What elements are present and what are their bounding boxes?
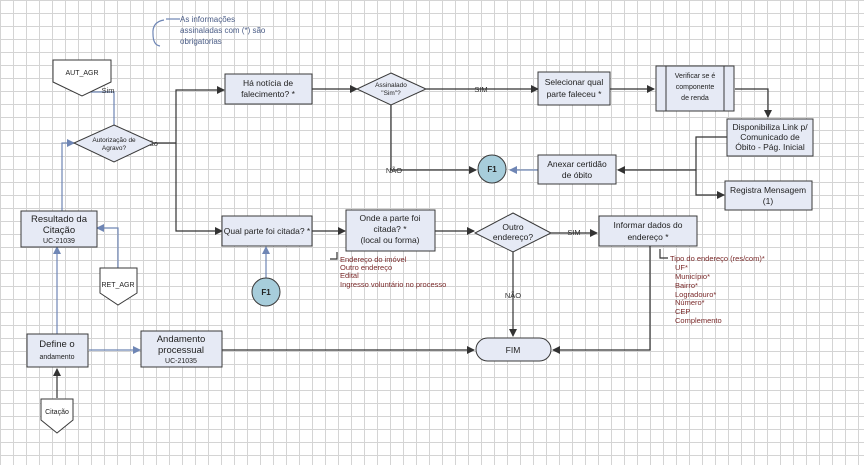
edge-to-noticia [175, 86, 225, 143]
selecionar-label-2: parte faleceu * [547, 89, 603, 99]
verificar-label-1: Verificar se é [675, 73, 716, 80]
ret-agr-connector[interactable]: RET_AGR [99, 267, 138, 306]
disponibiliza-label-3: Óbito - Pág. Inicial [735, 142, 805, 152]
selecionar-parte-box[interactable]: Selecionar qual parte faleceu * [537, 71, 611, 106]
aut-agr-connector[interactable]: AUT_AGR [52, 59, 112, 97]
endereco-field: Número* [675, 298, 705, 307]
qual-parte-box[interactable]: Qual parte foi citada? * [221, 215, 313, 247]
onde-citada-box[interactable]: Onde a parte foi citada? * (local ou for… [345, 209, 436, 252]
informar-label-2: endereço * [627, 232, 669, 242]
f1-connector-top[interactable]: F1 [477, 154, 507, 184]
onde-option: Outro endereço [340, 263, 392, 272]
resultado-label-3: UC-21039 [43, 238, 75, 245]
resultado-label-2: Citação [43, 225, 75, 236]
endereco-field: Bairro* [675, 281, 698, 290]
endereco-field: Município* [675, 272, 710, 281]
registra-label-2: (1) [763, 196, 774, 206]
registra-mensagem-box[interactable]: Registra Mensagem (1) [724, 180, 813, 211]
note-line-1: As informações [180, 15, 235, 24]
autorizacao-label-2: Agravo? [102, 145, 127, 152]
define-label-1: Define o [39, 339, 74, 350]
onde-label-1: Onde a parte foi [360, 213, 421, 223]
andamento-label-3: UC-21035 [165, 358, 197, 365]
edge-retagr-resultado [96, 224, 119, 268]
edge-to-qual-parte [175, 143, 223, 235]
selecionar-label-1: Selecionar qual [545, 77, 604, 87]
f1-connector-bottom[interactable]: F1 [251, 277, 281, 307]
label-sim-outro: SIM [567, 228, 580, 237]
label-sim-autorizacao: Sim [102, 86, 115, 95]
onde-label-2: citada? * [373, 224, 407, 234]
aut-agr-label: AUT_AGR [65, 70, 98, 77]
edge-resultado-autorizacao [61, 139, 75, 211]
andamento-label-2: processual [158, 345, 204, 356]
note-line-3: obrigatorias [180, 37, 222, 46]
onde-option: Edital [340, 271, 359, 280]
endereco-field: Complemento [675, 316, 722, 325]
f1-top-label: F1 [487, 165, 497, 174]
informar-label-1: Informar dados do [614, 220, 683, 230]
fim-terminator[interactable]: FIM [475, 337, 552, 362]
endereco-field: CEP [675, 307, 690, 316]
disponibiliza-label-2: Comunicado de [740, 132, 800, 142]
define-andamento-box[interactable]: Define o andamento [26, 333, 89, 368]
resultado-label-1: Resultado da [31, 214, 88, 225]
endereco-fields-bracket [659, 249, 668, 259]
endereco-fields-list: Tipo do endereço (res/com)* UF* Municípi… [670, 254, 765, 325]
noticia-falecimento-box[interactable]: Há notícia de falecimento? * [224, 73, 313, 105]
outro-endereco-decision[interactable]: Outro endereço? [473, 212, 553, 253]
citacao-label: Citação [45, 409, 69, 416]
label-sim-assinalado: SIM [474, 85, 487, 94]
registra-label-1: Registra Mensagem [730, 185, 806, 195]
onde-option: Ingresso voluntário no processo [340, 280, 446, 289]
andamento-label-1: Andamento [157, 334, 206, 345]
ret-agr-label: RET_AGR [101, 282, 134, 289]
edges [53, 85, 772, 398]
verificar-label-2: componente [676, 84, 715, 91]
citacao-connector[interactable]: Citação [40, 398, 74, 434]
noticia-label-2: falecimento? * [241, 89, 296, 99]
resultado-citacao-box[interactable]: Resultado da Citação UC-21039 [20, 210, 98, 248]
verificar-label-3: de renda [681, 95, 709, 102]
fim-label: FIM [506, 345, 521, 355]
anexar-certidao-box[interactable]: Anexar certidão de óbito [537, 154, 617, 185]
andamento-processual-box[interactable]: Andamento processual UC-21035 [140, 330, 223, 368]
verificar-renda-subprocess[interactable]: Verificar se é componente de renda [655, 65, 735, 112]
outro-label-1: Outro [502, 222, 524, 232]
f1-bottom-label: F1 [261, 288, 271, 297]
disponibiliza-link-box[interactable]: Disponibiliza Link p/ Comunicado de Óbit… [726, 118, 814, 157]
endereco-field: Tipo do endereço (res/com)* [670, 254, 765, 263]
edge-disponibiliza-anexar [617, 136, 727, 174]
edge-verificar-disponibiliza [735, 88, 772, 118]
outro-label-2: endereço? [493, 232, 533, 242]
anexar-label-1: Anexar certidão [547, 159, 607, 169]
onde-label-3: (local ou forma) [360, 235, 419, 245]
onde-option: Endereço do imóvel [340, 255, 407, 264]
onde-options-list: Endereço do imóvel Outro endereço Edital… [340, 255, 446, 289]
assinalado-label-2: "Sim"? [381, 90, 401, 97]
obrigatorias-note: As informações assinaladas com (*) são o… [152, 15, 266, 47]
informar-endereco-box[interactable]: Informar dados do endereço * [598, 215, 698, 247]
disponibiliza-label-1: Disponibiliza Link p/ [732, 122, 808, 132]
edge-informar-fim [552, 246, 651, 354]
noticia-label-1: Há notícia de [243, 78, 293, 88]
autorizacao-decision[interactable]: Autorização de Agravo? [72, 124, 156, 163]
assinalado-sim-decision[interactable]: Assinalado "Sim"? [355, 72, 428, 106]
edge-to-registra [695, 170, 725, 199]
label-nao-assinalado: NÃO [386, 166, 402, 175]
qual-parte-label: Qual parte foi citada? * [224, 226, 311, 236]
endereco-field: UF* [675, 263, 688, 272]
define-label-2: andamento [39, 354, 74, 361]
anexar-label-2: de óbito [562, 170, 593, 180]
note-line-2: assinaladas com (*) são [180, 26, 266, 35]
assinalado-label-1: Assinalado [375, 82, 407, 89]
autorizacao-label-1: Autorização de [92, 137, 136, 144]
endereco-field: Logradouro* [675, 290, 716, 299]
onde-options-bracket [330, 252, 338, 260]
edge-autorizacao-aut-agr [78, 88, 115, 125]
label-nao-outro: NÃO [505, 291, 521, 300]
edge-assinalado-f1 [390, 105, 477, 174]
